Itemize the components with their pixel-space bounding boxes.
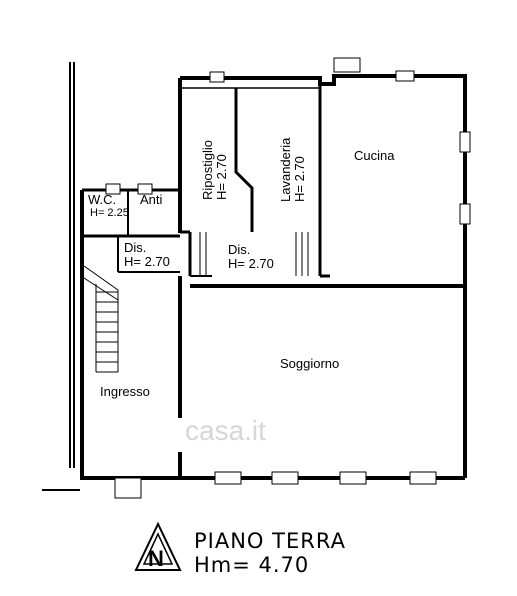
room-label-cucina: Cucina <box>354 148 395 163</box>
room-label-soggiorno: Soggiorno <box>280 356 339 371</box>
room-height-ripostiglio: H= 2.70 <box>214 154 229 200</box>
north-label: N <box>148 546 164 571</box>
room-label-dis-2: Dis. <box>228 242 250 257</box>
windows <box>105 57 471 499</box>
watermark: casa.it <box>185 415 266 446</box>
room-label-lavanderia: Lavanderia <box>278 137 293 202</box>
room-label-dis-1: Dis. <box>124 240 146 255</box>
room-label-ingresso: Ingresso <box>100 384 150 399</box>
room-label-wc: W.C. <box>88 192 116 207</box>
floor-average-height: Hm= 4.70 <box>194 553 309 577</box>
room-height-dis-1: H= 2.70 <box>124 254 170 269</box>
walls <box>42 62 467 491</box>
room-label-anti: Anti <box>140 192 163 207</box>
staircase <box>83 265 119 373</box>
floor-title: PIANO TERRA <box>194 529 346 553</box>
room-height-wc: H= 2.25 <box>90 207 129 219</box>
room-height-dis-2: H= 2.70 <box>228 256 274 271</box>
north-arrow-icon: N <box>134 521 182 571</box>
doors <box>199 232 309 276</box>
room-height-lavanderia: H= 2.70 <box>292 156 307 202</box>
room-label-ripostiglio: Ripostiglio <box>200 140 215 200</box>
